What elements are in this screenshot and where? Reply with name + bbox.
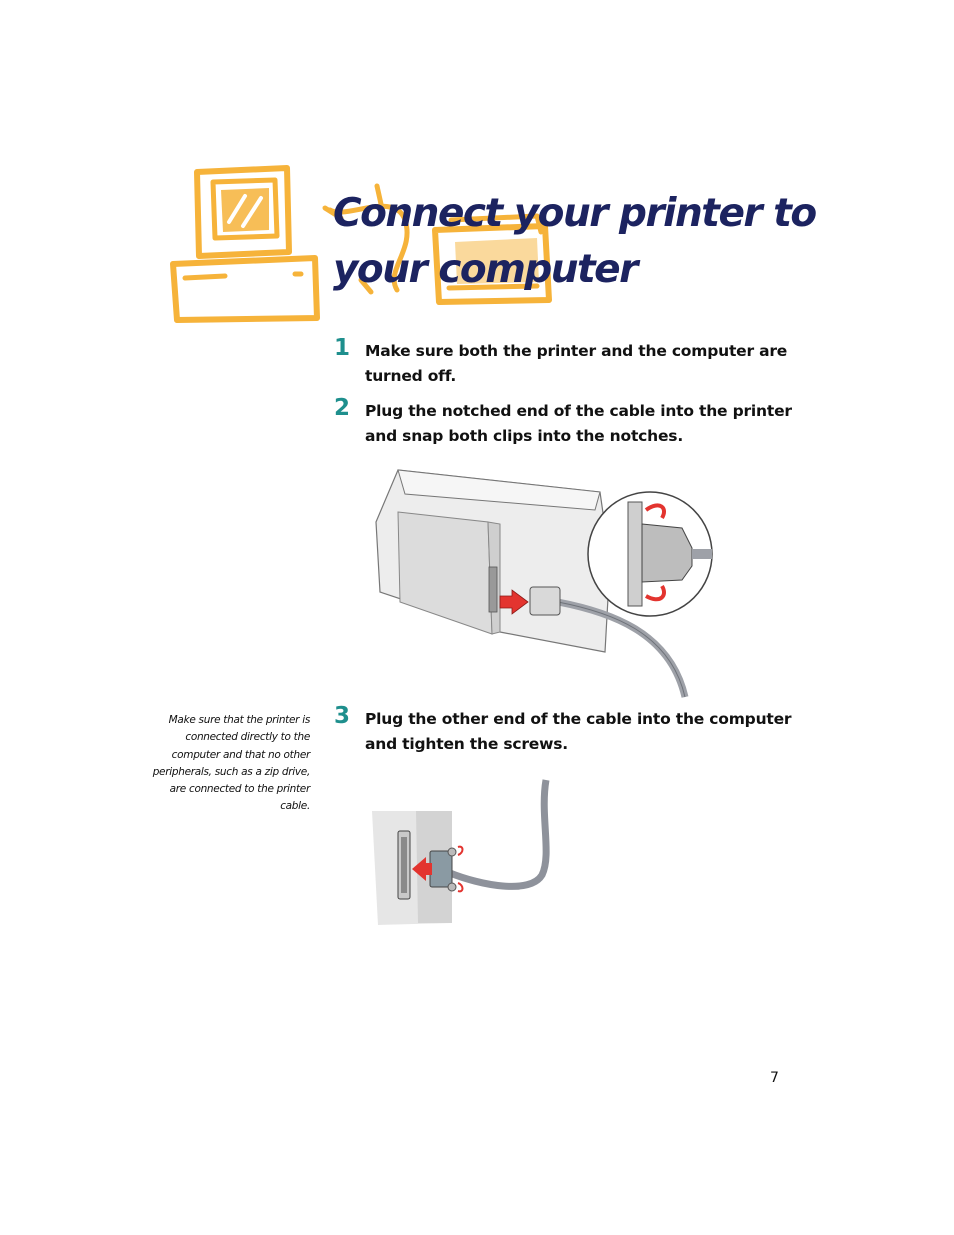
step-2-text: Plug the notched end of the cable into t… xyxy=(365,402,792,445)
step-3-number: 3 xyxy=(334,703,351,729)
printer-cable-illustration xyxy=(375,469,713,698)
side-note: Make sure that the printer is connected … xyxy=(152,714,311,813)
page-title: Connect your printer to your computer xyxy=(333,191,817,292)
computer-printer-sketch-icon xyxy=(170,165,552,323)
step-2-number: 2 xyxy=(334,395,351,421)
step-1-text: Make sure both the printer and the compu… xyxy=(365,342,788,385)
page-number: 7 xyxy=(770,1070,779,1086)
step-1-number: 1 xyxy=(334,335,351,361)
computer-port-illustration xyxy=(372,779,550,925)
step-3-text: Plug the other end of the cable into the… xyxy=(365,710,792,753)
